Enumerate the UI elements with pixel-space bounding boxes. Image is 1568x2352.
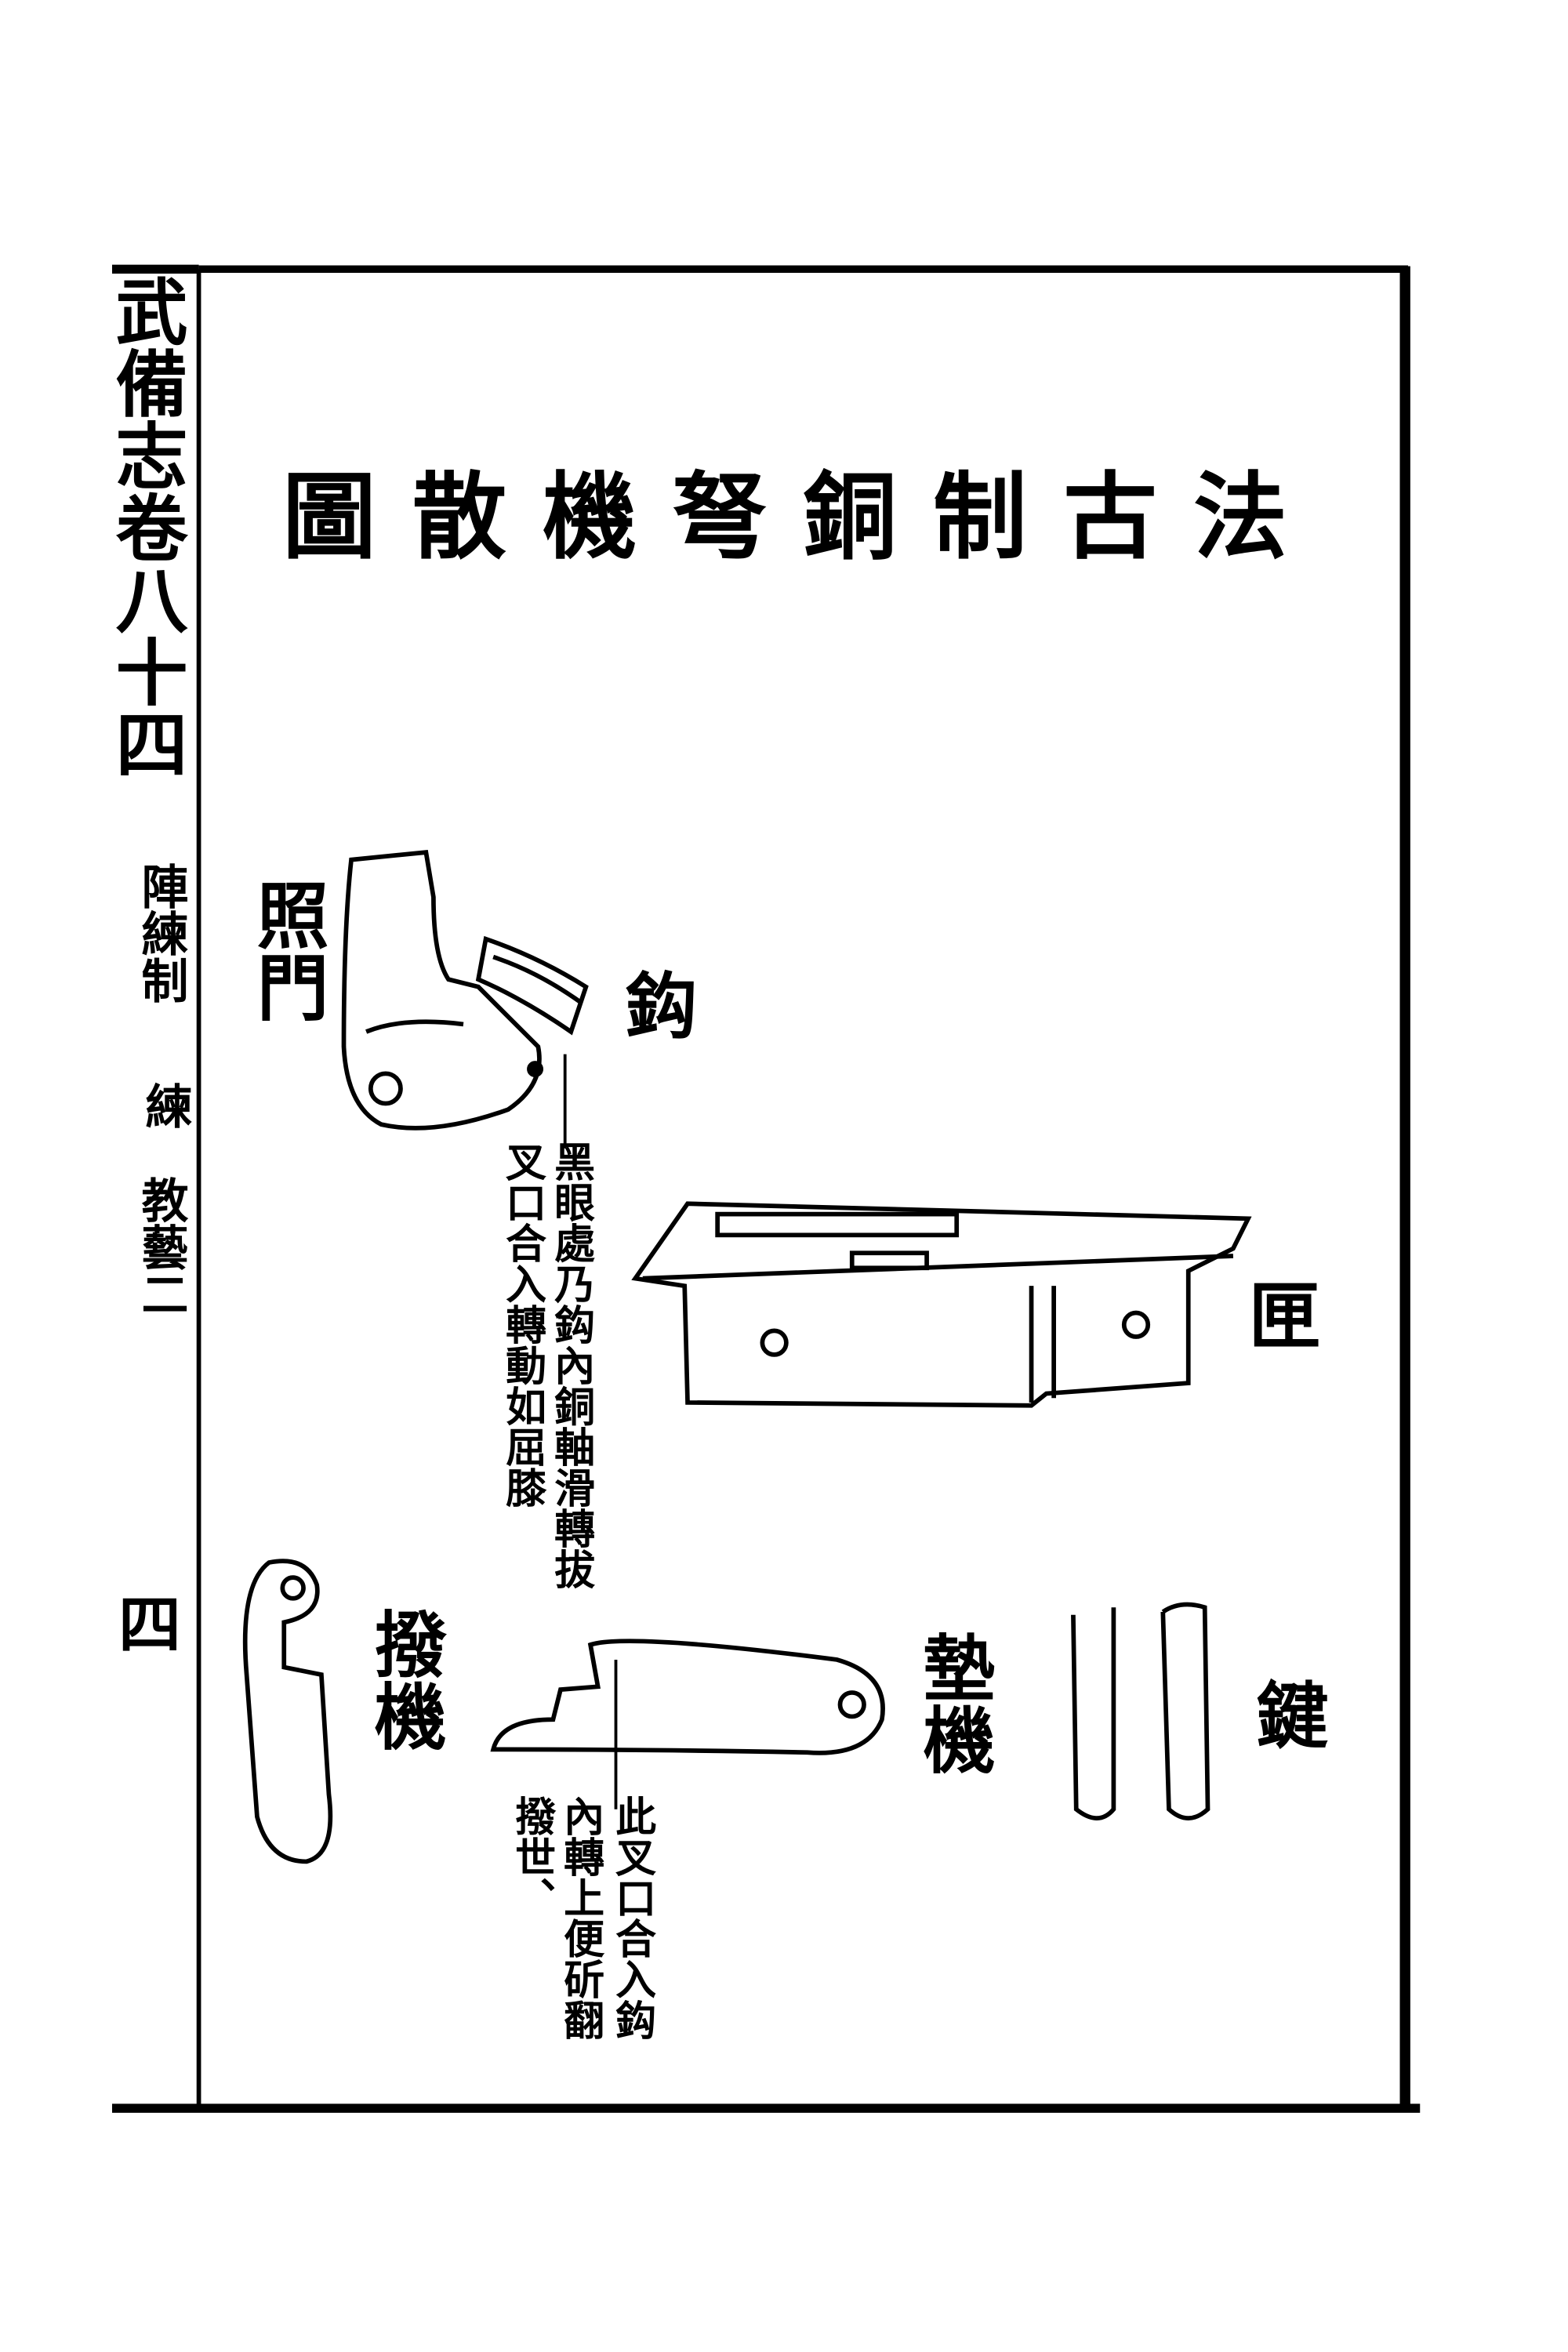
dianji-drawing bbox=[490, 1639, 885, 1809]
jian-drawing bbox=[1071, 1602, 1210, 1820]
margin-subsection: 練 bbox=[137, 1082, 192, 1129]
label-zhaomen: 照門 bbox=[245, 878, 329, 1022]
label-gou: 鈎 bbox=[613, 968, 698, 1040]
boji-note-col2: 內轉上便斫翻 bbox=[556, 1795, 604, 2040]
margin-chapter: 教藝二 bbox=[133, 1176, 188, 1317]
label-boji: 撥機 bbox=[362, 1607, 447, 1751]
gou-note-col1: 黑眼處乃鈎內銅軸滑轉拔 bbox=[546, 1141, 595, 1589]
gou-note-col2: 叉口合入轉動如屈膝 bbox=[498, 1141, 546, 1508]
zhaomen-gou-drawing bbox=[341, 849, 589, 1149]
boji-note-col3: 撥世、 bbox=[507, 1795, 556, 1918]
margin-page-number: 四 bbox=[108, 1592, 182, 1654]
label-dianji: 墊機 bbox=[911, 1631, 996, 1775]
boji-note-col1: 此叉口合入鈎 bbox=[608, 1795, 656, 2040]
margin-section: 陣練制 bbox=[133, 862, 188, 1004]
xia-drawing bbox=[631, 1201, 1252, 1408]
boji-drawing bbox=[242, 1559, 333, 1864]
page-frame bbox=[111, 264, 1421, 2113]
margin-book-title: 武備志卷八十四 bbox=[103, 274, 188, 779]
label-xia: 匣 bbox=[1236, 1278, 1321, 1350]
page-title: 法古制銅弩機散圖 bbox=[282, 462, 1323, 572]
label-jian: 鍵 bbox=[1244, 1678, 1329, 1750]
